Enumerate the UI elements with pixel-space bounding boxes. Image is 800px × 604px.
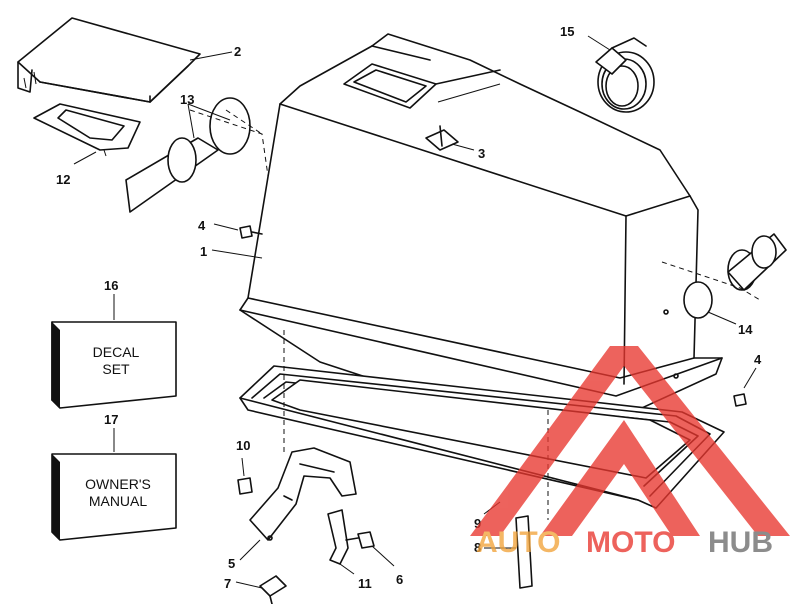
callout-10: 10 (236, 438, 250, 453)
part-side-decals (661, 233, 787, 319)
part-mount-bracket (249, 447, 357, 541)
watermark-logo: AUTO MOTO HUB (470, 346, 790, 559)
part-clip (237, 477, 253, 495)
callout-8: 8 (474, 540, 481, 555)
callout-6: 6 (396, 572, 403, 587)
decal-set-box: DECAL SET (51, 321, 177, 409)
decal-line1: DECAL (93, 344, 140, 360)
part-latch (327, 509, 349, 565)
watermark-triangle-icon (470, 346, 790, 536)
manual-line1: OWNER'S (85, 476, 151, 492)
callout-17: 17 (104, 412, 118, 427)
callout-9: 9 (474, 516, 481, 531)
manual-line2: MANUAL (89, 493, 148, 509)
part-main-cowl (239, 33, 723, 433)
watermark-moto: MOTO (586, 526, 675, 559)
part-bolt (345, 531, 375, 549)
callout-3: 3 (478, 146, 485, 161)
part-screws (239, 225, 747, 407)
part-screw-top (425, 125, 459, 151)
callout-15: 15 (560, 24, 574, 39)
watermark-auto: AUTO (476, 526, 560, 559)
decal-line2: SET (102, 361, 130, 377)
part-grommet (259, 575, 287, 604)
watermark-hub: HUB (708, 526, 773, 559)
part-rod (515, 515, 533, 589)
callout-16: 16 (104, 278, 118, 293)
part-gasket-plate (33, 103, 141, 157)
part-decal-pieces (125, 97, 269, 213)
part-top-cover (17, 17, 201, 103)
callout-2: 2 (234, 44, 241, 59)
callout-13: 13 (180, 92, 194, 107)
leader-lines (73, 35, 757, 589)
callout-12: 12 (56, 172, 70, 187)
callout-14: 14 (738, 322, 753, 337)
part-wire-harness (595, 37, 655, 113)
callout-7: 7 (224, 576, 231, 591)
callout-1: 1 (200, 244, 207, 259)
callout-5: 5 (228, 556, 235, 571)
callout-11: 11 (358, 576, 372, 591)
callout-4-left: 4 (198, 218, 206, 233)
callout-4-right: 4 (754, 352, 762, 367)
callout-labels: 2 12 13 3 4 1 15 14 4 10 5 7 11 6 8 9 16… (56, 24, 762, 591)
owners-manual-box: OWNER'S MANUAL (51, 453, 177, 541)
